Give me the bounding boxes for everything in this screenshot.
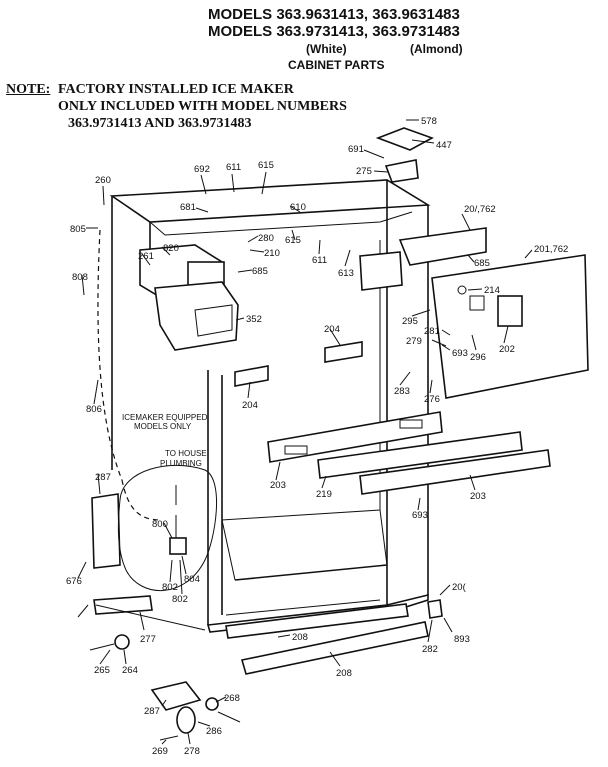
part-label-260: 260 (95, 175, 111, 186)
part-label-804: 804 (184, 574, 200, 585)
part-label-200: 20( (452, 582, 467, 593)
part-label-802b: 802 (172, 594, 188, 605)
part-label-685a: 685 (252, 266, 268, 277)
part-label-287b: 287 (144, 706, 160, 717)
part-label-208b: 208 (336, 668, 352, 679)
part-label-20-762: 20/,762 (464, 204, 496, 215)
part-label-613: 613 (338, 268, 354, 279)
part-label-806: 806 (86, 404, 102, 415)
part-label-279: 279 (406, 336, 422, 347)
part-label-610: 610 (290, 202, 306, 213)
part-label-203a: 203 (270, 480, 286, 491)
note-line-1: FACTORY INSTALLED ICE MAKER (58, 82, 294, 97)
part-label-281: 281 (424, 326, 440, 337)
part-label-276: 276 (424, 394, 440, 405)
part-label-578: 578 (421, 116, 437, 127)
part-label-676: 676 (66, 576, 82, 587)
part-label-693b: 693 (412, 510, 428, 521)
icemaker-caption-2: MODELS ONLY (134, 422, 192, 431)
part-label-611b: 611 (312, 255, 327, 266)
icemaker-caption-1: ICEMAKER EQUIPPED (122, 413, 208, 422)
ice-maker-assembly (139, 244, 239, 351)
part-label-202: 202 (499, 344, 515, 355)
part-label-261: 261 (138, 251, 154, 262)
models-line-1: MODELS 363.9631413, 363.9631483 (208, 6, 460, 23)
part-label-280: 280 (258, 233, 274, 244)
left-side-parts (89, 493, 206, 651)
part-label-275: 275 (356, 166, 372, 177)
part-label-219: 219 (316, 489, 332, 500)
note-label: NOTE: (6, 82, 51, 97)
part-label-893: 893 (454, 634, 470, 645)
part-label-802a: 802 (162, 582, 178, 593)
part-label-692: 692 (194, 164, 210, 175)
note-line-2: ONLY INCLUDED WITH MODEL NUMBERS (58, 99, 347, 114)
part-label-265: 265 (94, 665, 110, 676)
water-line (97, 229, 217, 591)
part-label-615a: 615 (258, 160, 274, 171)
plumbing-caption-2: PLUMBING (160, 459, 202, 468)
part-label-282: 282 (422, 644, 438, 655)
part-label-295: 295 (402, 316, 418, 327)
plumbing-caption-1: TO HOUSE (165, 449, 207, 458)
part-label-447: 447 (436, 140, 452, 151)
part-label-283: 283 (394, 386, 410, 397)
part-label-268a: 268 (224, 693, 240, 704)
part-label-210: 210 (264, 248, 280, 259)
part-label-800: 800 (152, 519, 168, 530)
note-line-3: 363.9731413 AND 363.9731483 (68, 116, 252, 131)
part-label-615b: 615 (285, 235, 301, 246)
part-label-201-762: 201,762 (534, 244, 568, 255)
part-number-labels: 578 447 691 275 692 611 615 260 681 610 … (66, 116, 568, 757)
part-label-681: 681 (180, 202, 196, 213)
shelf-brackets (234, 341, 363, 387)
color-white-label: (White) (306, 42, 347, 56)
part-label-611a: 611 (226, 162, 241, 173)
part-label-820: 820 (163, 243, 179, 254)
control-panel (359, 227, 589, 399)
part-label-278: 278 (184, 746, 200, 757)
part-label-287: 287 (95, 472, 111, 483)
part-label-214: 214 (484, 285, 500, 296)
part-label-691: 691 (348, 144, 364, 155)
top-hinge-parts (375, 127, 434, 183)
part-label-203b: 203 (470, 491, 486, 502)
models-line-2: MODELS 363.9731413, 363.9731483 (208, 23, 460, 40)
part-label-805: 805 (70, 224, 86, 235)
bottom-grille (225, 603, 429, 675)
section-title: CABINET PARTS (288, 58, 385, 72)
part-label-808: 808 (72, 272, 88, 283)
part-label-208a: 208 (292, 632, 308, 643)
leader-lines (77, 119, 533, 745)
part-label-685b: 685 (474, 258, 490, 269)
part-label-204b: 204 (242, 400, 258, 411)
part-label-693a: 693 (452, 348, 468, 359)
part-label-264: 264 (122, 665, 138, 676)
part-label-269: 269 (152, 746, 168, 757)
part-label-286: 286 (206, 726, 222, 737)
part-label-352: 352 (246, 314, 262, 325)
part-label-296: 296 (470, 352, 486, 363)
divider-rails (267, 411, 551, 495)
color-almond-label: (Almond) (410, 42, 463, 56)
part-label-204a: 204 (324, 324, 340, 335)
part-label-277: 277 (140, 634, 156, 645)
